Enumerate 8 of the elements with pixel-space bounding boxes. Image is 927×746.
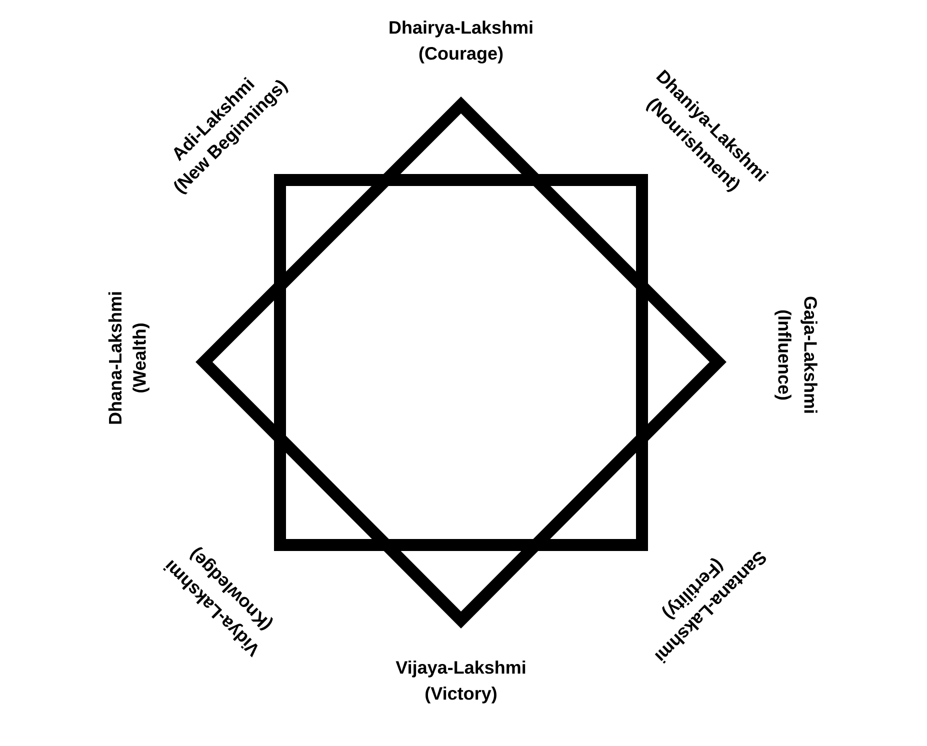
- label-text: Vijaya-Lakshmi: [396, 660, 526, 678]
- label-text: Dhairya-Lakshmi: [390, 20, 532, 38]
- label-text: (Courage): [419, 46, 503, 64]
- label-text: Dhana-Lakshmi: [108, 292, 122, 424]
- label-text: (Victory): [426, 686, 496, 704]
- label-text: Gaja-Lakshmi: [800, 296, 818, 413]
- label-text: (Wealth): [132, 324, 150, 392]
- label-text: (Influence): [774, 310, 792, 400]
